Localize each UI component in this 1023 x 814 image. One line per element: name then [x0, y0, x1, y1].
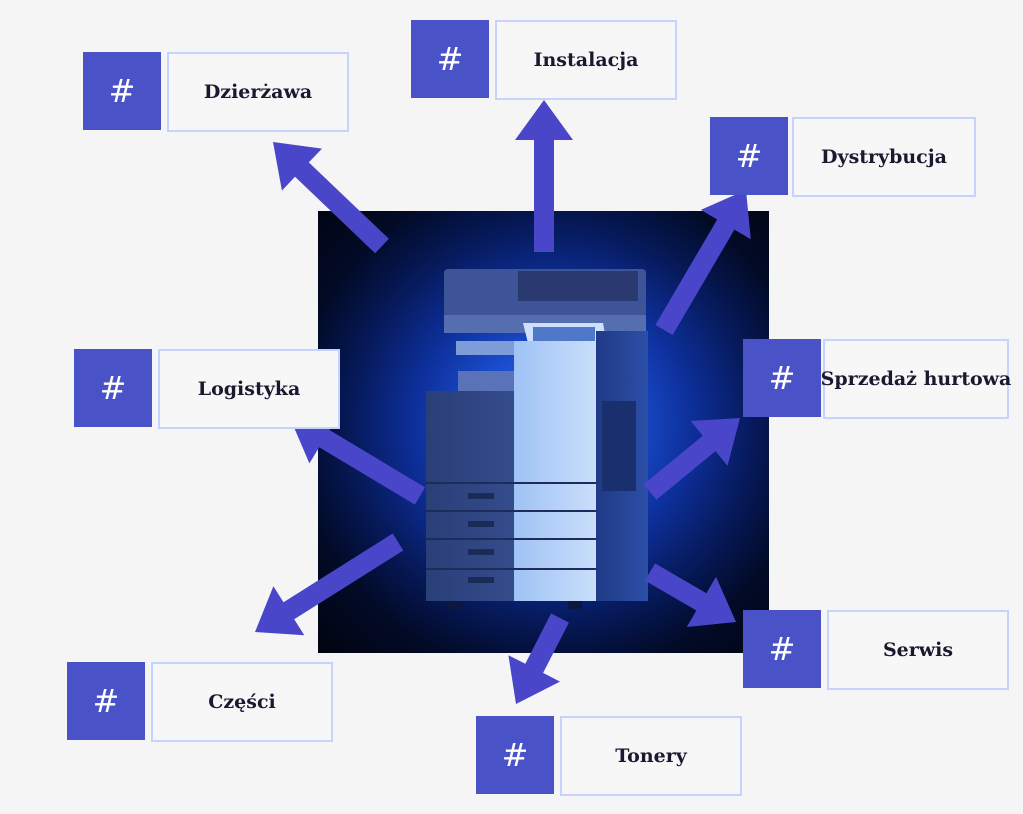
- node-serwis[interactable]: # Serwis: [743, 610, 1009, 690]
- node-label: Serwis: [827, 610, 1009, 690]
- node-label: Sprzedaż hurtowa: [821, 339, 1011, 419]
- hash-icon: #: [743, 339, 821, 417]
- hash-icon: #: [411, 20, 489, 98]
- node-sprzedaz-hurtowa[interactable]: # Sprzedaż hurtowa: [743, 339, 1011, 419]
- node-dzierzawa[interactable]: # Dzierżawa: [83, 52, 349, 132]
- node-label: Dzierżawa: [167, 52, 349, 132]
- node-instalacja[interactable]: # Instalacja: [411, 20, 677, 100]
- hash-icon: #: [67, 662, 145, 740]
- printer-image: [318, 211, 769, 653]
- node-logistyka[interactable]: # Logistyka: [74, 349, 340, 429]
- node-label: Logistyka: [158, 349, 340, 429]
- node-label: Części: [151, 662, 333, 742]
- hash-icon: #: [476, 716, 554, 794]
- node-label: Instalacja: [495, 20, 677, 100]
- node-czesci[interactable]: # Części: [67, 662, 333, 742]
- node-dystrybucja[interactable]: # Dystrybucja: [710, 117, 976, 197]
- node-label: Tonery: [560, 716, 742, 796]
- node-label: Dystrybucja: [792, 117, 976, 197]
- hash-icon: #: [710, 117, 788, 195]
- hash-icon: #: [743, 610, 821, 688]
- hash-icon: #: [74, 349, 152, 427]
- node-tonery[interactable]: # Tonery: [476, 716, 742, 796]
- hash-icon: #: [83, 52, 161, 130]
